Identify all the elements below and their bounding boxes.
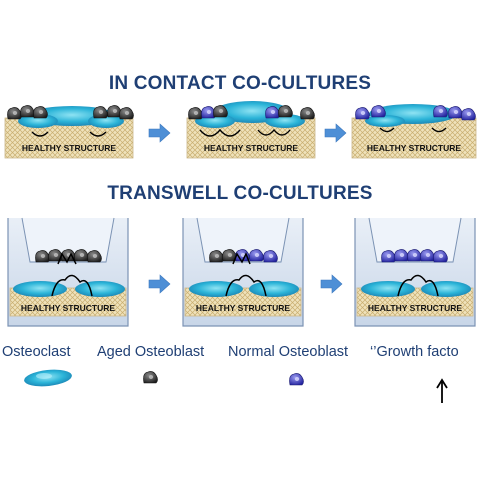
in-contact-title: IN CONTACT CO-CULTURES: [108, 73, 372, 94]
structure-label: HEALTHY STRUCTURE: [367, 143, 461, 153]
right-arrow-icon: [324, 123, 347, 143]
contact-panel-1: HEALTHY STRUCTURE: [4, 104, 134, 159]
right-arrow-icon: [148, 123, 171, 143]
normal-osteoblast-icon: [289, 372, 304, 386]
osteoclast-icon: [24, 369, 72, 387]
transwell-panel-3: HEALTHY STRUCTURE: [354, 217, 476, 327]
transwell-title: TRANSWELL CO-CULTURES: [107, 183, 373, 204]
structure-label: HEALTHY STRUCTURE: [368, 303, 462, 313]
legend-aged-osteoblast-label: Aged Osteoblast: [97, 344, 205, 360]
legend-growth-factor-label: ‘’Growth facto: [370, 344, 459, 360]
transwell-panel-2: HEALTHY STRUCTURE: [182, 217, 304, 327]
structure-label: HEALTHY STRUCTURE: [196, 303, 290, 313]
structure-label: HEALTHY STRUCTURE: [204, 143, 298, 153]
legend-osteoclast-label: Osteoclast: [2, 344, 71, 360]
up-arrow-icon: [436, 378, 448, 403]
right-arrow-icon: [320, 274, 343, 294]
contact-panel-2: HEALTHY STRUCTURE: [186, 101, 316, 159]
aged-osteoblast-icon: [143, 370, 158, 384]
legend-normal-osteoblast-label: Normal Osteoblast: [228, 344, 349, 360]
structure-label: HEALTHY STRUCTURE: [21, 303, 115, 313]
structure-label: HEALTHY STRUCTURE: [22, 143, 116, 153]
right-arrow-icon: [148, 274, 171, 294]
transwell-panel-1: HEALTHY STRUCTURE: [7, 217, 129, 327]
contact-panel-3: HEALTHY STRUCTURE: [351, 104, 477, 159]
